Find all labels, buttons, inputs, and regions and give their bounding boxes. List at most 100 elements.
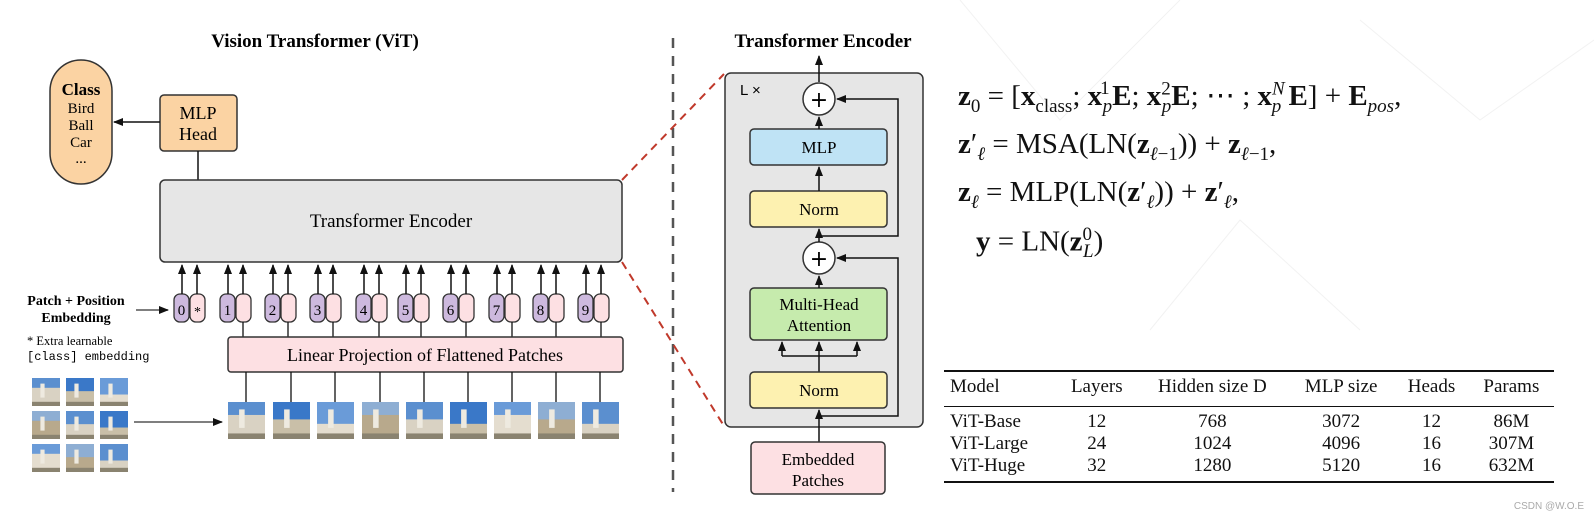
class-item: Car xyxy=(70,135,92,151)
position-index: 4 xyxy=(360,303,368,319)
image-patch xyxy=(32,411,60,439)
patch-token xyxy=(413,293,430,323)
class-box xyxy=(49,59,113,185)
patch-token xyxy=(325,293,342,323)
residual-path-upper xyxy=(819,95,899,237)
patch-token xyxy=(235,293,252,323)
mlp-head-label: MLP xyxy=(179,103,216,123)
table-row: ViT-Huge 32 1280 5120 16 632M xyxy=(944,455,1554,483)
linear-projection-label: Linear Projection of Flattened Patches xyxy=(287,345,563,365)
embedded-patches-label: Patches xyxy=(792,471,844,490)
token-group: 3 xyxy=(309,264,342,337)
table-cell: 16 xyxy=(1394,455,1469,483)
table-cell: 86M xyxy=(1493,411,1530,432)
table-cell: 12 xyxy=(1421,411,1441,432)
transformer-encoder-label: Transformer Encoder xyxy=(310,211,473,232)
position-index: 3 xyxy=(314,303,322,319)
token-group: 8 xyxy=(532,264,565,337)
equation-1: z0 = [xclass; x1pE; x2pE; ⋯ ; xNp E] + E… xyxy=(958,78,1402,117)
table-cell: 307M xyxy=(1488,433,1535,454)
embedded-patches-box xyxy=(750,441,886,495)
table-cell: 3072 xyxy=(1322,411,1361,432)
table-header: Params xyxy=(1468,370,1554,407)
table-cell: 768 xyxy=(1198,411,1227,432)
image-patch xyxy=(100,378,128,406)
class-item: Ball xyxy=(69,118,94,134)
embedded-patches-label: Embedded xyxy=(782,450,855,469)
table-cell: 1024 xyxy=(1193,433,1232,454)
attention-label: Attention xyxy=(787,316,852,335)
image-patch xyxy=(32,444,60,472)
position-index: 6 xyxy=(447,303,455,319)
token-group: 9 xyxy=(577,264,610,337)
table-cell: ViT-Large xyxy=(950,433,1029,454)
extra-note: [class] embedding xyxy=(27,350,149,364)
table-cell: 5120 xyxy=(1288,455,1395,483)
norm-box-lower xyxy=(749,371,888,409)
class-token-marker: * xyxy=(194,305,201,320)
residual-path-lower xyxy=(819,254,899,417)
plus-icon: + xyxy=(810,247,828,272)
token-group: 6 xyxy=(442,264,475,337)
position-index: 7 xyxy=(493,303,501,319)
right-title: Transformer Encoder xyxy=(734,31,912,52)
class-item: Bird xyxy=(68,101,95,117)
watermark: CSDN @W.O.E xyxy=(1513,501,1584,512)
table-row: ViT-Base 12 768 3072 12 86M xyxy=(944,407,1554,434)
image-patch xyxy=(273,402,310,439)
image-patch xyxy=(494,402,531,439)
image-patch xyxy=(100,444,128,472)
image-patch xyxy=(406,402,443,439)
table-header: Model xyxy=(944,370,1057,407)
table-cell: 4096 xyxy=(1322,433,1361,454)
position-index: 2 xyxy=(269,303,277,319)
image-patch xyxy=(66,444,94,472)
token-group: 5 xyxy=(397,264,430,337)
image-patch xyxy=(538,402,575,439)
model-variants-table: Model Layers Hidden size D MLP size Head… xyxy=(944,370,1554,483)
residual-add-top xyxy=(802,82,836,116)
class-title: Class xyxy=(62,80,101,99)
patch-token xyxy=(548,293,565,323)
patch-token xyxy=(371,293,388,323)
image-patch xyxy=(228,402,265,439)
patch-token xyxy=(458,293,475,323)
table-cell: 632M xyxy=(1468,455,1554,483)
image-patch-grid xyxy=(32,378,128,472)
embedding-label: Patch + Position xyxy=(27,294,125,309)
norm-label: Norm xyxy=(799,200,839,219)
table-cell: 24 xyxy=(1087,433,1107,454)
embedding-label: Embedding xyxy=(41,311,110,326)
norm-label: Norm xyxy=(799,381,839,400)
image-patch xyxy=(66,378,94,406)
image-patch xyxy=(450,402,487,439)
table-header: Heads xyxy=(1394,370,1469,407)
token-group: 0* xyxy=(173,264,206,323)
patch-token xyxy=(280,293,297,323)
image-patch xyxy=(32,378,60,406)
table-header: Hidden size D xyxy=(1136,370,1289,407)
table-cell: 12 xyxy=(1087,411,1107,432)
position-index: 8 xyxy=(537,303,545,319)
token-group: 4 xyxy=(355,264,388,337)
image-patch xyxy=(66,411,94,439)
token-group: 2 xyxy=(264,264,297,337)
zoom-line xyxy=(621,73,725,181)
equation-3: zℓ = MLP(LN(z′ℓ)) + z′ℓ, xyxy=(958,176,1239,213)
extra-note: * Extra learnable xyxy=(27,334,113,348)
table-cell: 32 xyxy=(1056,455,1137,483)
table-row: ViT-Large 24 1024 4096 16 307M xyxy=(944,433,1554,455)
image-patch xyxy=(317,402,354,439)
plus-icon: + xyxy=(810,88,828,113)
token-group: 1 xyxy=(219,264,252,337)
table-cell: 1280 xyxy=(1136,455,1289,483)
patch-token xyxy=(504,293,521,323)
transformer-encoder-box xyxy=(159,179,623,263)
position-index: 5 xyxy=(402,303,410,319)
image-patch xyxy=(100,411,128,439)
attention-label: Multi-Head xyxy=(779,295,859,314)
linear-projection-box xyxy=(227,336,624,373)
position-index: 0 xyxy=(178,303,186,319)
